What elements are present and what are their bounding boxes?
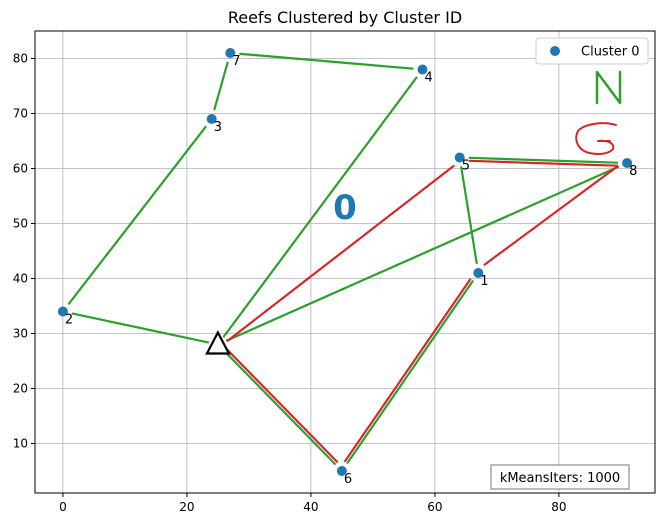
green-route-segment-1	[71, 312, 210, 344]
red-route-segment-4	[344, 278, 472, 463]
handwritten-annotations	[575, 70, 622, 155]
plot-frame	[34, 30, 656, 494]
green-route-segment-4	[239, 52, 414, 70]
legend-box	[535, 37, 649, 65]
red-route-segment-5	[225, 348, 339, 463]
point-4	[417, 64, 428, 75]
point-label-7: 7	[232, 54, 240, 69]
tick-label-y-50: 50	[13, 217, 28, 231]
green-route-segment-5	[222, 76, 418, 338]
tick-label-y-30: 30	[13, 327, 28, 341]
red-route-segment-3	[483, 165, 619, 266]
point-label-2: 2	[65, 313, 73, 328]
cluster-number-label: 0	[333, 188, 357, 228]
tick-label-x-40: 40	[303, 500, 318, 514]
point-7	[225, 48, 236, 58]
legend-marker	[550, 46, 560, 56]
handwritten-n	[595, 70, 622, 105]
depot-triangle	[205, 330, 231, 355]
tick-label-x-20: 20	[179, 500, 194, 514]
tick-label-y-40: 40	[13, 272, 28, 286]
legend: Cluster 0	[535, 37, 649, 65]
point-label-3: 3	[214, 120, 222, 135]
tick-label-y-70: 70	[13, 107, 28, 121]
point-label-5: 5	[462, 159, 470, 174]
green-route-segment-9	[346, 280, 474, 464]
point-3	[206, 114, 217, 124]
routes	[67, 52, 620, 465]
tick-label-y-10: 10	[13, 437, 28, 451]
point-2	[57, 306, 68, 317]
info-box-frame	[490, 464, 630, 490]
green-route-segment-2	[67, 125, 207, 305]
chart-title: Reefs Clustered by Cluster ID	[228, 8, 462, 27]
handwritten-g	[575, 122, 617, 155]
tick-label-y-60: 60	[13, 162, 28, 176]
tick-label-y-80: 80	[13, 52, 28, 66]
point-1	[473, 268, 484, 278]
data-points: 1 2 3 4 5 6 7 8	[57, 48, 637, 487]
point-label-8: 8	[629, 164, 637, 179]
point-label-4: 4	[425, 71, 433, 86]
green-route-segment-10	[223, 350, 336, 465]
green-route-segment-8	[460, 166, 478, 265]
tick-label-y-20: 20	[13, 382, 28, 396]
tick-label-x-0: 0	[59, 500, 67, 514]
red-route-segment-2	[468, 159, 619, 167]
info-box-text: kMeansIters: 1000	[500, 471, 620, 486]
info-box: kMeansIters: 1000	[490, 464, 630, 490]
point-label-6: 6	[344, 472, 352, 487]
red-route-segment-1	[226, 164, 455, 342]
legend-label: Cluster 0	[581, 45, 640, 60]
tick-label-x-60: 60	[427, 500, 442, 514]
point-5	[454, 152, 465, 163]
green-route-segment-6	[225, 165, 620, 342]
point-label-1: 1	[480, 274, 488, 289]
green-route-segment-3	[213, 61, 229, 111]
green-route-segment-7	[468, 156, 619, 164]
point-8	[622, 158, 633, 168]
tick-label-x-80: 80	[551, 500, 566, 514]
point-6	[336, 466, 347, 476]
